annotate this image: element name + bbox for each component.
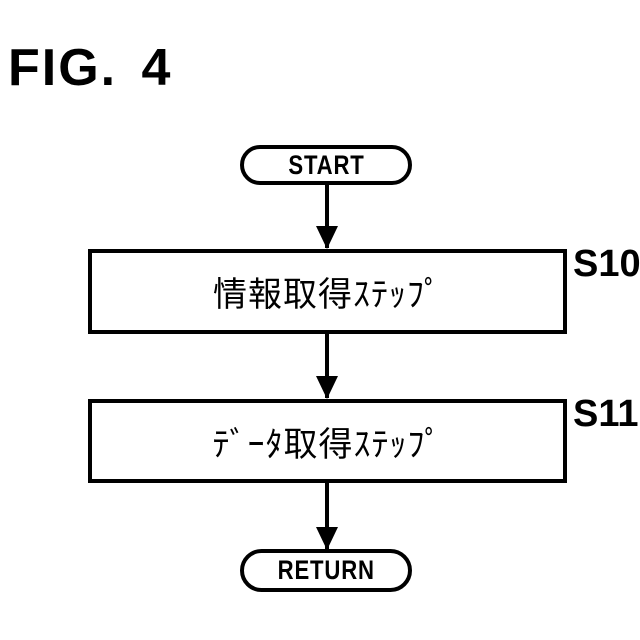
figure-title: FIG. 4 — [8, 39, 173, 97]
arrowhead-s11-to-return — [316, 527, 338, 550]
step-ref-s10: S10 — [573, 243, 640, 285]
start-label: START — [287, 149, 365, 180]
step-s10-label: 情報取得ｽﾃｯﾌﾟ — [213, 276, 442, 314]
step-box-s11: ﾃﾞｰﾀ取得ｽﾃｯﾌﾟ — [88, 399, 567, 483]
start-terminal: START — [240, 145, 412, 185]
step-ref-s11: S11 — [573, 393, 639, 435]
return-terminal: RETURN — [240, 549, 412, 592]
step-s11-label: ﾃﾞｰﾀ取得ｽﾃｯﾌﾟ — [212, 425, 443, 464]
arrowhead-s10-to-s11 — [316, 376, 338, 399]
arrow-line-s10-to-s11 — [325, 334, 329, 398]
return-label: RETURN — [277, 555, 375, 585]
arrow-line-s11-to-return — [325, 483, 329, 549]
arrowhead-start-to-s10 — [316, 226, 338, 249]
arrow-line-start-to-s10 — [325, 184, 329, 248]
step-box-s10: 情報取得ｽﾃｯﾌﾟ — [88, 249, 567, 334]
